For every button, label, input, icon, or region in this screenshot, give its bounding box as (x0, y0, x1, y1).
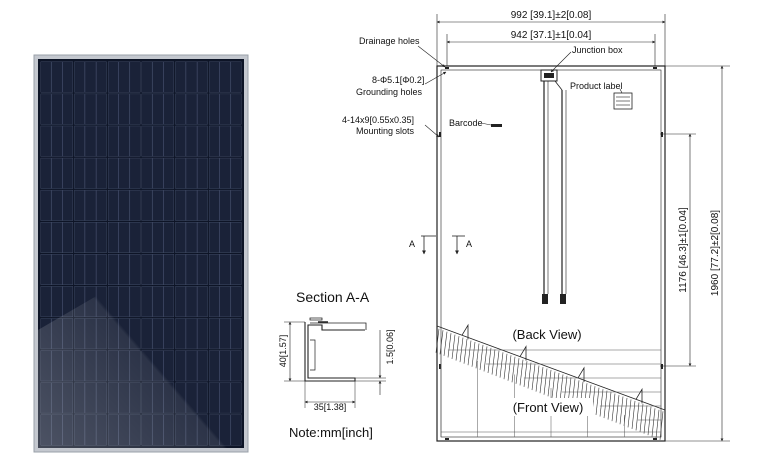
front-view-cutaway (435, 323, 664, 440)
section-height-text: 40[1.57] (278, 335, 288, 368)
overall-height-text: 1960 [77.2]±2[0.08] (710, 210, 721, 296)
frame-profile (304, 322, 365, 382)
junction-box-label: Junction box (572, 45, 623, 55)
mounting-width-text: 942 [37.1]±1[0.04] (511, 30, 592, 41)
product-label-shape (613, 92, 633, 110)
section-profile (284, 317, 386, 408)
back-view-drawing (417, 14, 730, 442)
connector-right (560, 294, 566, 304)
panel-reflection (38, 210, 244, 448)
grounding-holes-label: Grounding holes (356, 87, 423, 97)
barcode-label: Barcode (449, 118, 483, 128)
solar-panel-photo (33, 54, 249, 453)
front-view-label: (Front View) (513, 400, 584, 415)
cutaway-edge (436, 325, 666, 411)
section-width-text: 35[1.38] (314, 402, 347, 412)
section-lip-text: 1.5[0.06] (385, 329, 395, 364)
mounting-slots-label: Mounting slots (356, 126, 415, 136)
junction-box-shape (540, 69, 558, 82)
barcode-shape (491, 124, 502, 127)
back-view-label: (Back View) (512, 327, 581, 342)
overall-width-text: 992 [39.1]±2[0.08] (511, 10, 592, 21)
grounding-spec-label: 8-Φ5.1[Φ0.2] (372, 75, 424, 85)
mounting-height-text: 1176 [46.3]±1[0.04] (678, 207, 689, 293)
drainage-holes-label: Drainage holes (359, 36, 420, 46)
product-label-label: Product label (570, 81, 623, 91)
connector-left (542, 294, 548, 304)
panel-outline (436, 65, 666, 442)
section-marker-left: A (409, 239, 415, 249)
units-note: Note:mm[inch] (289, 425, 373, 440)
section-marker-right: A (466, 239, 472, 249)
mounting-spec-label: 4-14x9[0.55x0.35] (342, 115, 414, 125)
section-title: Section A-A (296, 289, 370, 305)
